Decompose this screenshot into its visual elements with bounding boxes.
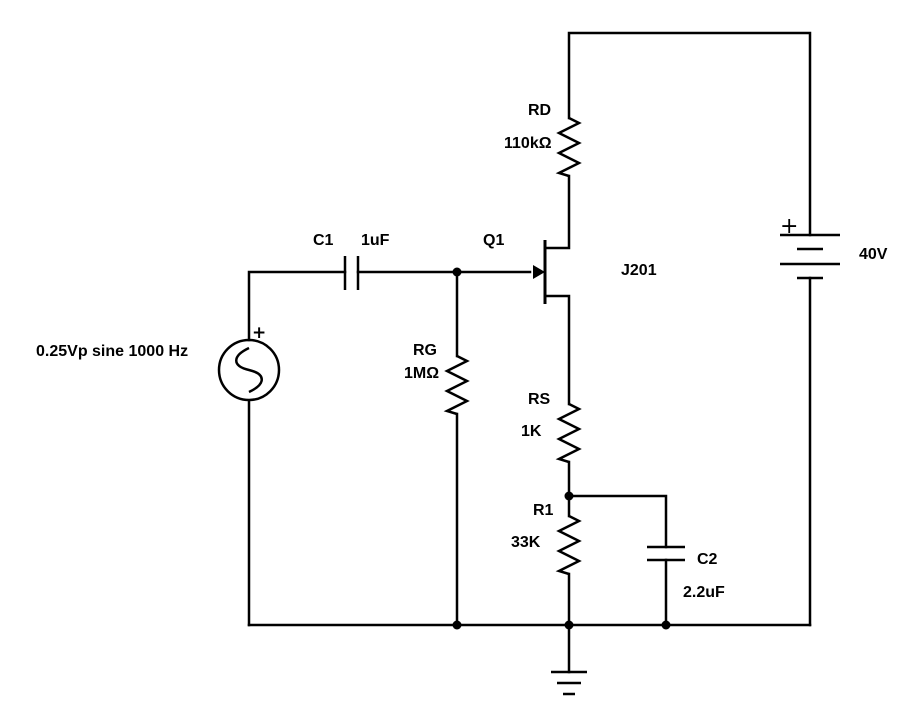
c2-value: 2.2uF (683, 584, 725, 601)
sine-source: + 0.25Vp sine 1000 Hz (36, 323, 281, 402)
r1-name: R1 (533, 502, 554, 519)
r1-value: 33K (511, 534, 541, 551)
ground-icon (551, 670, 587, 696)
junction-dot (661, 620, 671, 630)
rg-name: RG (413, 342, 437, 359)
source-plus-sign: + (252, 323, 266, 343)
q1-part: J201 (621, 262, 657, 279)
battery-plus-sign: + (780, 214, 798, 239)
junction-dot (452, 620, 462, 630)
wire-top (567, 31, 812, 237)
wires (247, 31, 812, 674)
battery: + 40V (780, 214, 888, 280)
rd-value: 110kΩ (504, 135, 552, 152)
resistor-r1: R1 33K (511, 502, 582, 576)
c1-value: 1uF (361, 232, 390, 249)
battery-value: 40V (859, 246, 888, 263)
wire-source-to-c1 (247, 270, 347, 342)
resistor-rd: RD 110kΩ (504, 102, 582, 178)
junction-dot (564, 491, 574, 501)
wire-source-to-rs (545, 294, 571, 406)
rd-name: RD (528, 102, 551, 119)
jfet-q1: Q1 J201 (483, 232, 657, 304)
junction-dot (452, 267, 462, 277)
junctions (452, 267, 671, 630)
rs-value: 1K (521, 423, 542, 440)
junction-dot (564, 620, 574, 630)
wire-rd-to-drain (545, 174, 571, 250)
resistor-rs: RS 1K (521, 391, 582, 464)
c1-name: C1 (313, 232, 334, 249)
rg-value: 1MΩ (404, 365, 439, 382)
rs-name: RS (528, 391, 551, 408)
capacitor-c1: C1 1uF (313, 232, 390, 290)
resistor-rg: RG 1MΩ (404, 342, 470, 416)
source-label: 0.25Vp sine 1000 Hz (36, 343, 188, 360)
wire-node-to-c2 (567, 494, 668, 549)
sine-wave-icon (235, 346, 263, 394)
q1-name: Q1 (483, 232, 504, 249)
gate-arrow-icon (533, 265, 545, 279)
capacitor-c2: C2 2.2uF (647, 545, 725, 601)
c2-name: C2 (697, 551, 718, 568)
